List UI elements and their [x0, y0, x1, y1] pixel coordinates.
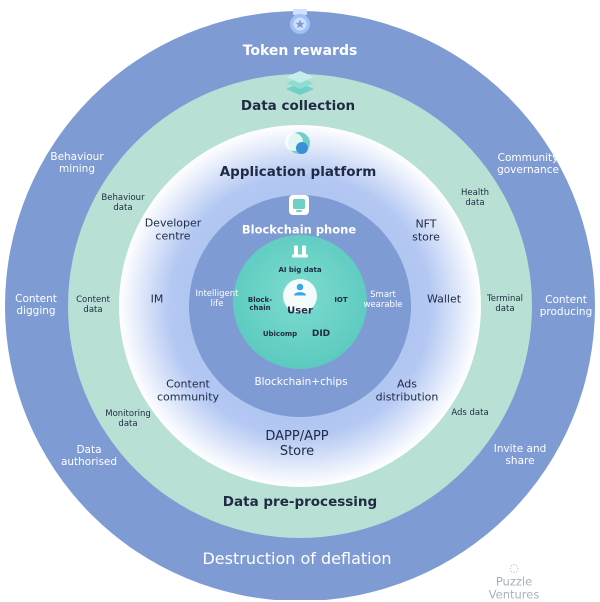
data-ring-item: Behaviour data — [101, 193, 145, 213]
chip-ring-top-label: Blockchain phone — [241, 222, 357, 237]
phone-icon — [288, 194, 310, 220]
core-item: Ubicomp — [262, 329, 298, 338]
data-ring-item: Monitoring data — [105, 409, 151, 429]
data-ring-item: Terminal data — [487, 294, 523, 314]
app-ring-item: Ads distribution — [375, 377, 439, 403]
outer-ring-item: Community governance — [497, 151, 559, 176]
outer-ring-item: Behaviour mining — [50, 150, 104, 175]
application-icon — [283, 130, 313, 162]
app-ring-bottom-label: DAPP/APP Store — [265, 429, 329, 459]
core-item: IOT — [334, 295, 348, 304]
chip-ring-item: Smart wearable — [363, 290, 403, 310]
app-ring-item: Developer centre — [144, 216, 202, 242]
app-ring-item: Content community — [156, 377, 220, 403]
data-ring-item: Ads data — [451, 408, 489, 419]
wechat-icon: ◌ — [509, 561, 519, 575]
core-item: DID — [311, 328, 331, 339]
outer-ring-item: Content digging — [15, 292, 57, 317]
robot-icon — [292, 244, 308, 263]
app-ring-item: NFT store — [412, 217, 440, 243]
core-item: AI big data — [278, 265, 322, 274]
data-ring-bottom-label: Data pre-processing — [222, 494, 378, 511]
chip-ring-bottom-label: Blockchain+chips — [254, 375, 348, 388]
outer-ring-item: Invite and share — [493, 442, 547, 467]
chip-ring-item: Intelligent life — [195, 289, 239, 309]
medal-icon — [288, 9, 312, 39]
app-ring-item: IM — [150, 292, 164, 306]
user-icon — [293, 281, 307, 300]
watermark: ◌ Puzzle Ventures — [471, 548, 557, 601]
core-item: Block- chain — [247, 295, 273, 312]
app-ring-top-label: Application platform — [219, 164, 377, 181]
core-center-label: User — [287, 305, 313, 317]
data-ring-item: Content data — [76, 295, 110, 315]
user-badge — [283, 279, 317, 313]
watermark-text: Puzzle Ventures — [488, 574, 540, 602]
data-ring-item: Health data — [461, 188, 489, 208]
data-ring-top-label: Data collection — [240, 98, 356, 115]
outer-ring-bottom-label: Destruction of deflation — [202, 548, 392, 568]
outer-ring-item: Content producing — [539, 293, 593, 318]
app-ring-item: Wallet — [426, 292, 462, 306]
outer-ring-item: Data authorised — [60, 443, 118, 468]
layers-icon — [285, 70, 315, 100]
outer-ring-top-label: Token rewards — [242, 42, 358, 59]
